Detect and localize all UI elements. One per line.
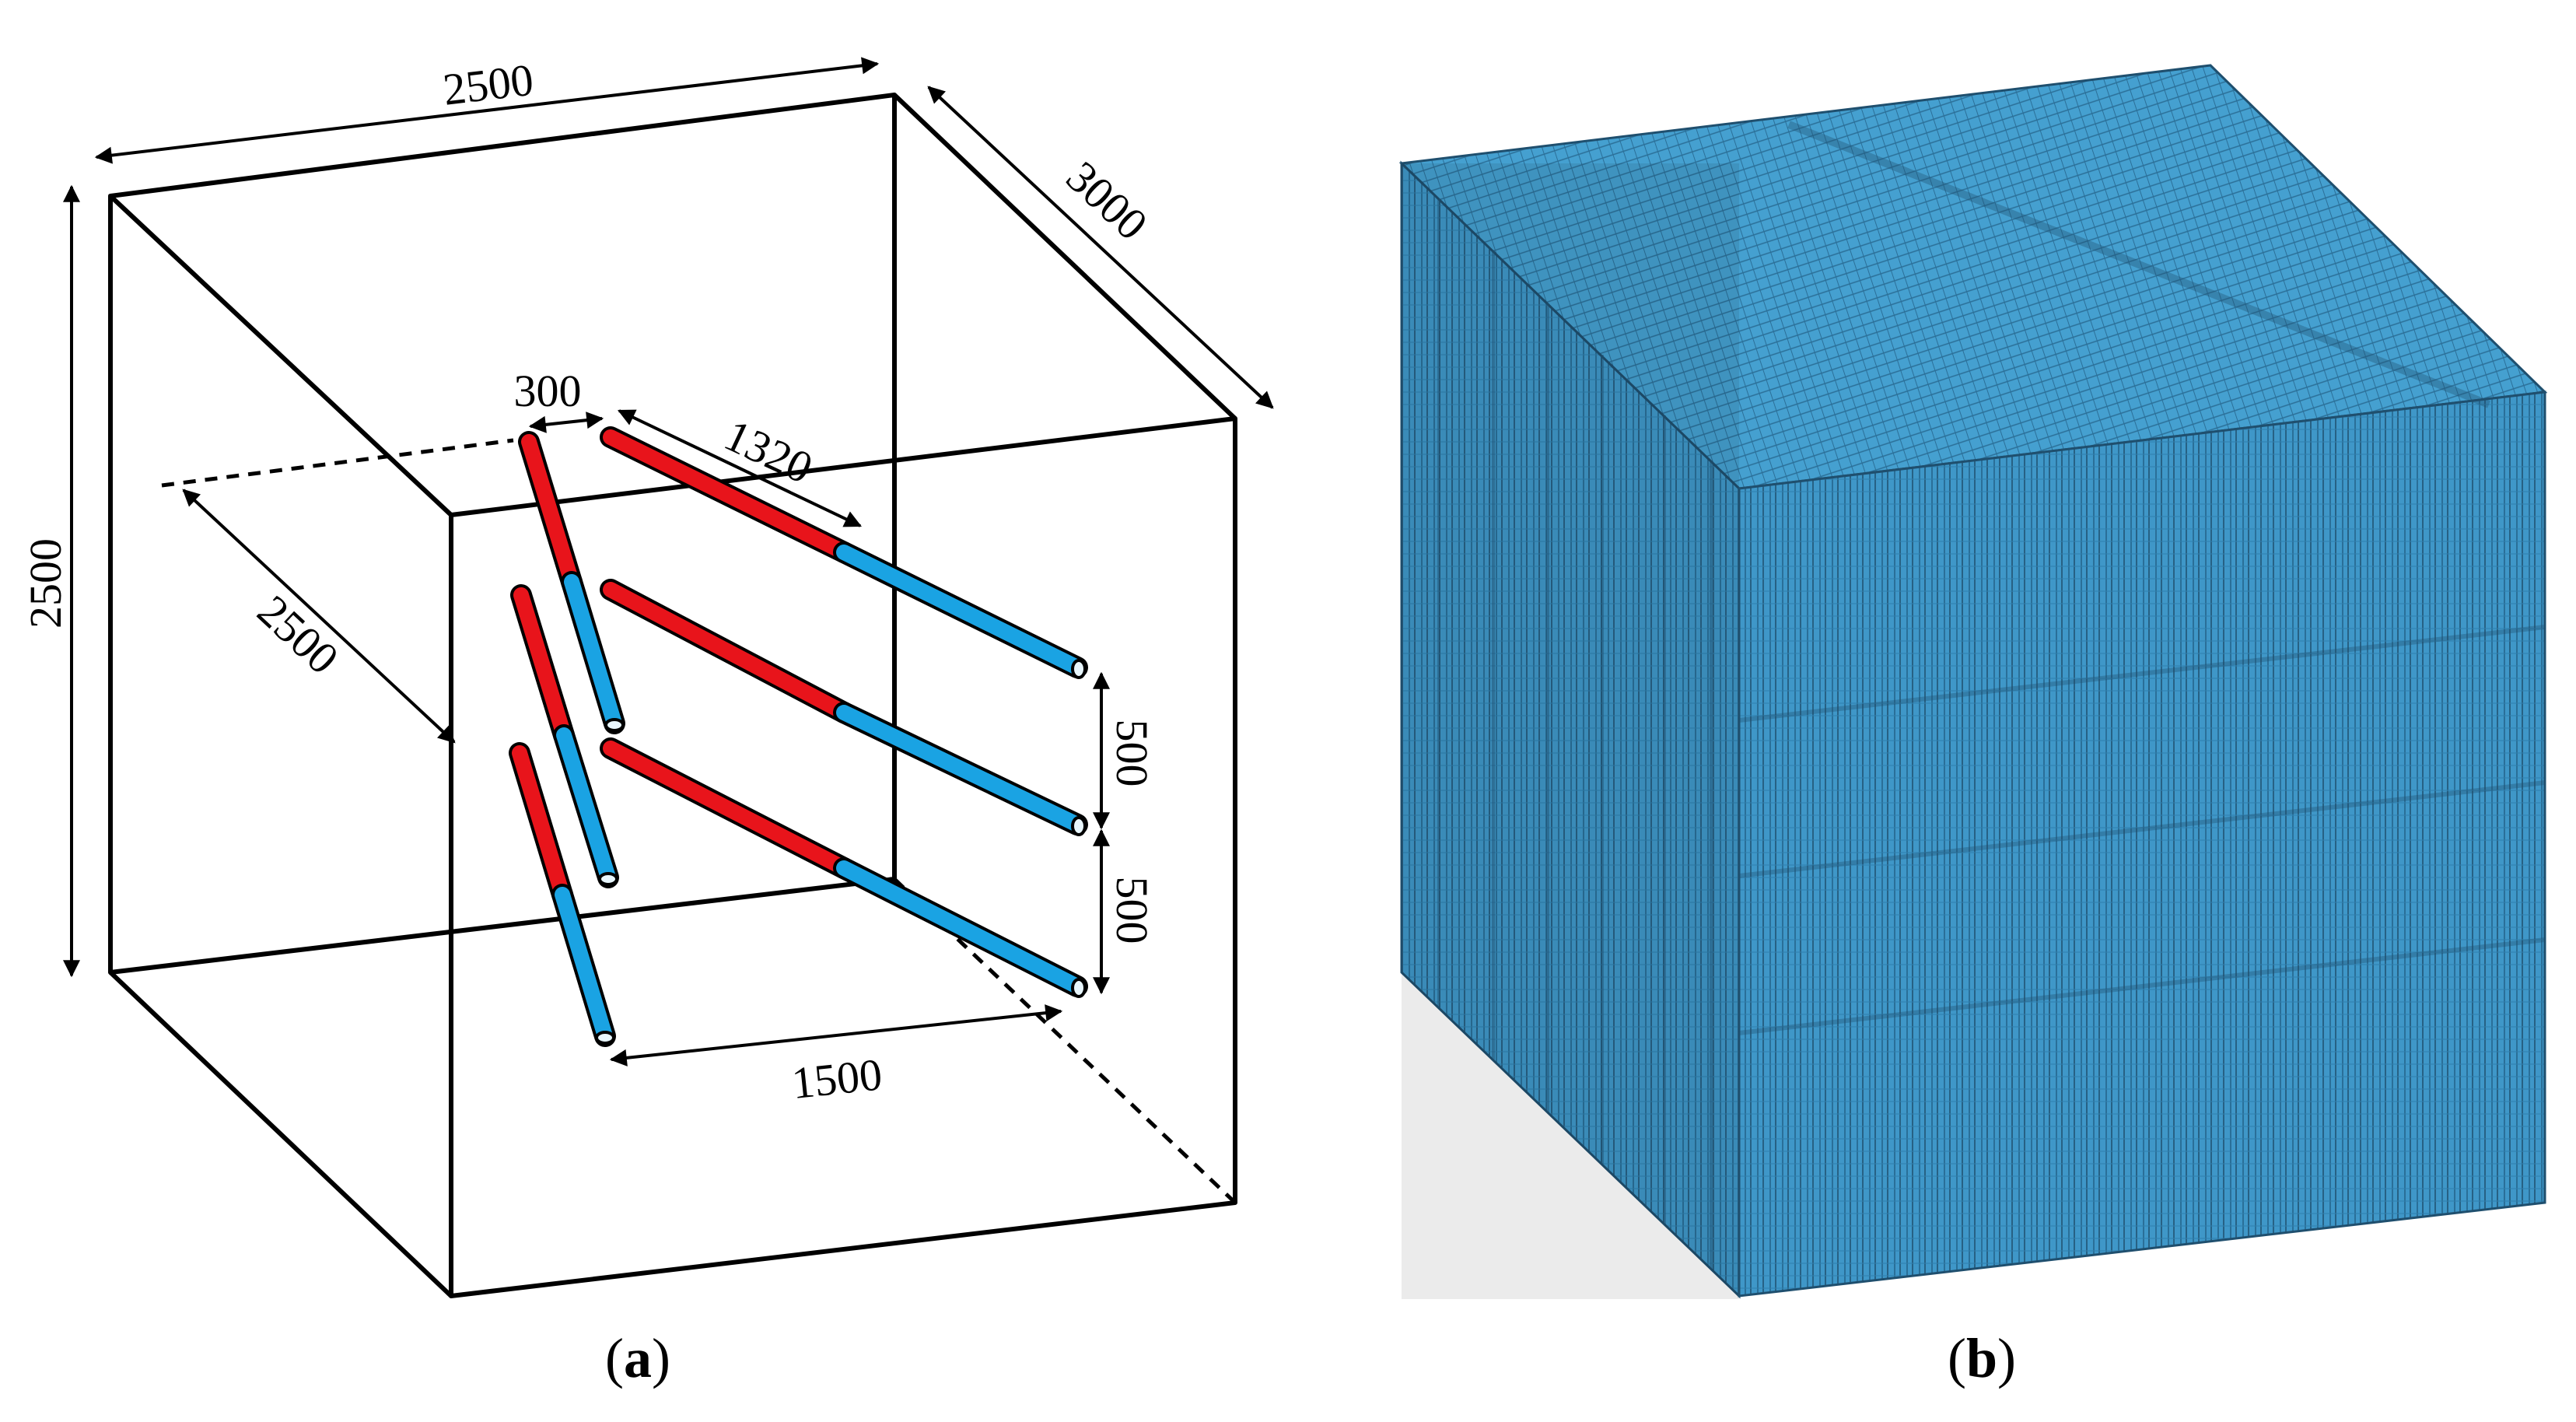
- inclined-pipe-2: [510, 584, 619, 888]
- label-vertical-500-2: 500: [1107, 877, 1157, 944]
- inclined-pipe-1: [518, 431, 625, 734]
- dim-arrow-1320: [618, 409, 862, 527]
- hidden-edge-bottom: [110, 877, 895, 975]
- hidden-plane-line: [161, 438, 514, 488]
- horizontal-pipe-3: [600, 737, 1088, 997]
- pipes: [509, 426, 1088, 1047]
- caption-a: (a): [605, 1327, 670, 1389]
- dim-arrow-top-width: [94, 57, 880, 164]
- cube-front-face: [449, 416, 1237, 1298]
- panel-b-mesh-model: (b): [1398, 64, 2548, 1389]
- dim-arrow-300: [528, 412, 604, 433]
- cube-edge-top-left: [108, 194, 453, 517]
- dimension-arrows: [63, 57, 1274, 1066]
- mesh-top-streak: [1787, 121, 2490, 408]
- pipe-end-caps: [595, 659, 1087, 1045]
- cube-edge-top-right: [892, 93, 1237, 421]
- mesh-left-columns: [1437, 199, 1713, 1270]
- mesh-front-face: [1738, 391, 2546, 1298]
- inclined-pipe-3: [509, 742, 616, 1047]
- cube-outline: [108, 93, 1237, 1298]
- dim-arrow-1500: [609, 1004, 1063, 1066]
- label-inner-depth: 2500: [248, 585, 348, 684]
- label-span: 1500: [789, 1049, 884, 1109]
- label-pipe-spacing: 300: [514, 366, 582, 416]
- label-vertical-500-1: 500: [1107, 720, 1157, 787]
- cube-edge-bottom-left: [108, 970, 453, 1298]
- mesh-density-bands: [1738, 625, 2546, 1035]
- label-height: 2500: [20, 538, 71, 629]
- dim-arrow-depth: [927, 86, 1274, 409]
- panel-a-schematic: 2500 3000 2500 2500 300 1320 500 500 150…: [20, 54, 1274, 1389]
- caption-b: (b): [1948, 1327, 2016, 1389]
- label-depth: 3000: [1057, 151, 1157, 250]
- horizontal-pipe-2: [600, 579, 1088, 835]
- dim-arrow-inner-depth: [182, 489, 456, 744]
- label-top-width: 2500: [440, 54, 536, 114]
